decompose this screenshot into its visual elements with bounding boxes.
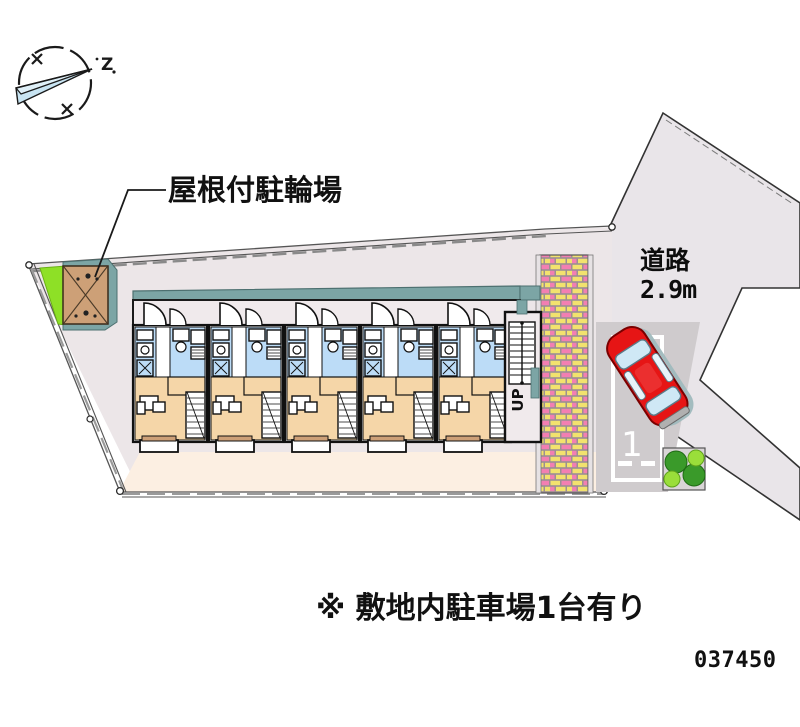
unit-4 (359, 302, 437, 453)
brick-wall (535, 254, 594, 494)
stairs-up-label: UP (509, 388, 527, 411)
site-boundary (25, 223, 616, 498)
parking-space-number: 1 (621, 425, 643, 465)
bicycle-parking-label: 屋根付駐輪場 (168, 173, 343, 207)
document-id-code: 037450 (694, 648, 777, 673)
shrub-planter (662, 447, 706, 491)
compass-label: Z (101, 55, 113, 75)
road-label-line2: 2.9m (640, 275, 697, 304)
unit-1 (131, 302, 209, 453)
bicycle-parking-leader-line (94, 189, 166, 278)
unit-3 (283, 302, 361, 453)
compass-rose-icon: Z (8, 36, 128, 131)
common-stairwell (503, 299, 543, 444)
car-icon (606, 325, 694, 430)
road-label: 道路 2.9m (640, 246, 697, 304)
unit-5 (435, 302, 513, 453)
parking-note: ※ 敷地内駐車場1台有り (316, 591, 647, 626)
road-label-line1: 道路 (640, 246, 691, 275)
unit-2 (207, 302, 285, 453)
apartment-units (131, 302, 513, 453)
bicycle-parking-shed (62, 258, 118, 331)
